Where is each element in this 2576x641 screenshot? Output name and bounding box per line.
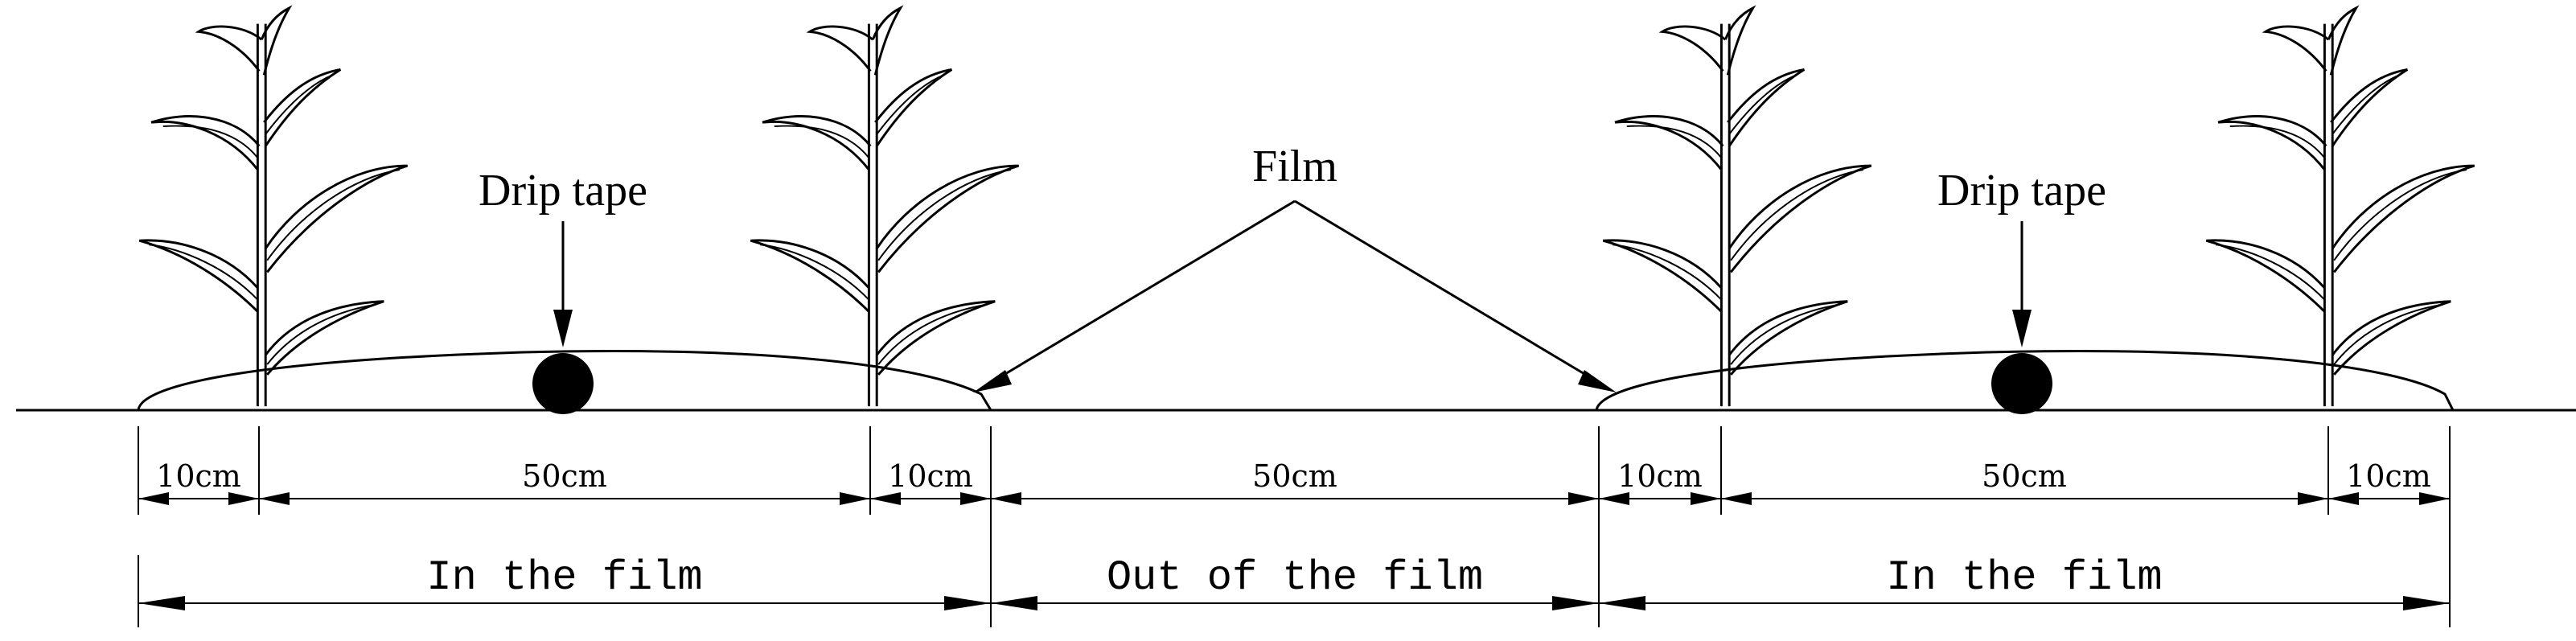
- extension-lines: [138, 426, 2451, 627]
- drip-tape-label-right: Drip tape: [1937, 166, 2106, 216]
- corn-plant: [1601, 6, 1873, 408]
- corn-plant: [138, 6, 409, 408]
- zone-label-left: In the film: [426, 554, 702, 602]
- corn-plant: [749, 6, 1021, 408]
- zone-label-middle: Out of the film: [1107, 554, 1483, 602]
- drip-tape-left: [532, 353, 594, 414]
- film-label: Film: [1252, 142, 1337, 191]
- film-mound-right: [1595, 350, 2455, 411]
- dim-label: 10cm: [156, 458, 241, 494]
- arrowhead: [553, 310, 573, 347]
- arrowhead: [1578, 370, 1617, 392]
- film-arrow-right: [1294, 199, 1603, 386]
- arrowhead: [2012, 310, 2032, 347]
- dimension-arrowheads: [138, 492, 2450, 505]
- dim-label: 50cm: [522, 458, 607, 494]
- corn-plant: [2204, 6, 2476, 408]
- film-arrow-left: [987, 199, 1296, 386]
- dim-label: 50cm: [1982, 458, 2067, 494]
- dim-label: 10cm: [1617, 458, 1703, 494]
- drip-tape-right: [1991, 353, 2052, 414]
- film-mound-left: [137, 350, 992, 411]
- dim-label: 50cm: [1252, 458, 1337, 494]
- dim-label: 10cm: [2346, 458, 2431, 494]
- arrowhead: [973, 370, 1012, 392]
- drip-tape-label-left: Drip tape: [479, 166, 647, 216]
- zone-label-right: In the film: [1886, 554, 2162, 602]
- dim-label: 10cm: [888, 458, 973, 494]
- zone-arrowheads: [138, 596, 2450, 610]
